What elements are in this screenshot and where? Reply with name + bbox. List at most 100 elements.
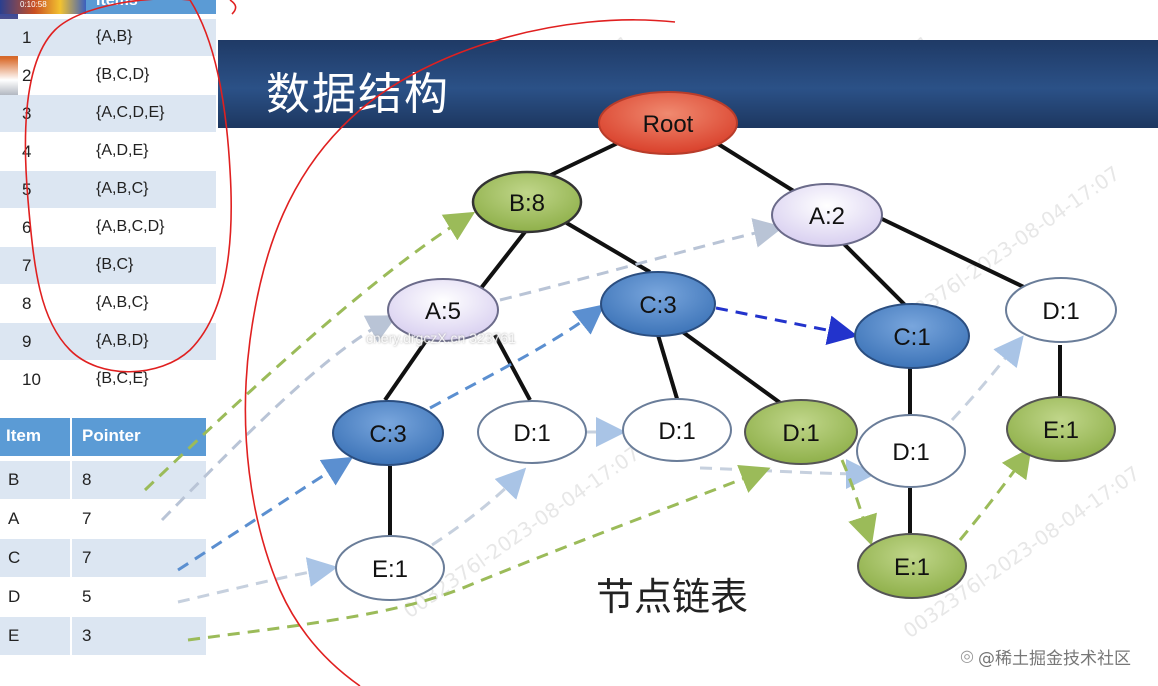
page-title: 数据结构 (266, 69, 450, 120)
node-label: D:1 (513, 420, 550, 447)
node-a5: A:5 (387, 278, 499, 342)
pointer-cell: 5 (82, 587, 92, 606)
tree-edges (383, 140, 1062, 538)
tree-edge (713, 140, 802, 197)
node-link-arrow (429, 304, 605, 410)
node-label: D:1 (1042, 298, 1079, 325)
table-row: 10 {B,C,E} (0, 361, 216, 398)
pen-stroke (24, 0, 232, 373)
node-label: B:8 (509, 190, 545, 217)
item-cell: A (8, 509, 20, 528)
item-cell: E (8, 626, 20, 645)
table-row: 1 {A,B} (0, 19, 216, 56)
transaction-items: {A,B,C,D} (96, 218, 165, 235)
thumbnail-time: 0:10:58 (20, 0, 47, 9)
tree-edge (656, 334, 680, 403)
node-e1-far-right: E:1 (1006, 396, 1116, 462)
node-link-arrow (431, 467, 527, 547)
header-table-header: Item Pointer (0, 418, 206, 456)
column-divider (70, 418, 72, 658)
node-label: C:1 (893, 324, 930, 351)
node-label: E:1 (894, 554, 930, 581)
node-d1-under-a5: D:1 (477, 400, 587, 464)
node-link-arrow (177, 456, 354, 572)
url-stamp: cnery.drgczX.cn 323761 (366, 330, 516, 346)
table-row: 4{A,D,E} (0, 133, 216, 170)
brand-watermark: @稀土掘金技术社区 (978, 649, 1131, 669)
transaction-items: {A,C,D,E} (96, 104, 165, 121)
pointer-cell: 8 (82, 470, 92, 489)
pointer-cell: 3 (82, 626, 92, 645)
node-label: Root (643, 111, 694, 138)
transaction-id: 8 (22, 294, 32, 313)
node-link-caption: 节点链表 (596, 575, 749, 619)
node-d1-far-right: D:1 (1005, 277, 1117, 343)
tree-edge (879, 216, 1031, 292)
tree-edge (383, 333, 432, 402)
node-link-arrow (715, 306, 858, 346)
node-link-arrow (177, 557, 338, 604)
transaction-items: {A,B,C} (96, 180, 149, 197)
node-label: C:3 (639, 292, 676, 319)
item-column-header: Item (6, 426, 41, 445)
node-label: D:1 (782, 420, 819, 447)
node-b8: B:8 (471, 170, 583, 234)
pen-stroke (229, 0, 237, 15)
node-links (143, 211, 1032, 642)
pointer-column-header: Pointer (82, 426, 141, 445)
node-link-arrow (699, 458, 876, 489)
pen-annotations (24, 0, 676, 686)
transaction-id: 9 (22, 332, 32, 351)
node-link-arrow (143, 211, 476, 492)
node-a2: A:2 (771, 183, 883, 247)
table-row: 8 {A,B,C} (0, 285, 216, 322)
node-root: Root (598, 91, 738, 155)
transaction-id: 7 (22, 256, 32, 275)
transaction-id: 10 (22, 370, 41, 389)
transaction-items: {B,C,D} (96, 66, 150, 83)
node-e1-under-c3: D:1 (744, 399, 858, 465)
transaction-id: 6 (22, 218, 32, 237)
node-label: C:3 (369, 421, 406, 448)
tree-edge (493, 334, 532, 401)
node-e1-bottom: E:1 (857, 533, 967, 599)
node-link-arrow (187, 464, 771, 642)
transaction-items: {A,B} (96, 28, 133, 45)
node-label: E:1 (372, 556, 408, 583)
tree-edge (678, 328, 792, 412)
node-link-arrow (840, 459, 877, 546)
transaction-items: {B,C} (96, 256, 134, 273)
node-label: D:1 (658, 418, 695, 445)
transaction-id: 2 (22, 66, 32, 85)
node-label: A:5 (425, 298, 461, 325)
node-link-arrow (499, 218, 784, 302)
node-c1: C:1 (854, 303, 970, 369)
node-link-arrow (958, 447, 1032, 541)
transaction-id: 1 (22, 28, 32, 47)
item-cell: D (8, 587, 21, 606)
item-cell: B (8, 470, 20, 489)
node-label: E:1 (1043, 417, 1079, 444)
table-row: 2 {B,C,D} (0, 57, 216, 94)
transaction-items: {A,D,E} (96, 142, 149, 159)
transaction-items: {A,B,D} (96, 332, 149, 349)
transaction-items: {B,C,E} (96, 370, 149, 387)
node-c3-left: C:3 (332, 400, 444, 466)
node-d1-under-c1: D:1 (856, 414, 966, 488)
item-cell: C (8, 548, 21, 567)
pointer-cell: 7 (82, 509, 92, 528)
tree-edge (476, 226, 530, 294)
pen-stroke (244, 19, 676, 686)
node-c3-right: C:3 (600, 271, 716, 337)
node-label: D:1 (892, 439, 929, 466)
transaction-items: {A,B,C} (96, 294, 149, 311)
node-d1-bottom: E:1 (335, 535, 445, 601)
table-row: 9 {A,B,D} (0, 323, 216, 360)
node-d1-under-c3: D:1 (622, 398, 732, 462)
video-thumbnail: 0:10:58 (0, 0, 86, 14)
